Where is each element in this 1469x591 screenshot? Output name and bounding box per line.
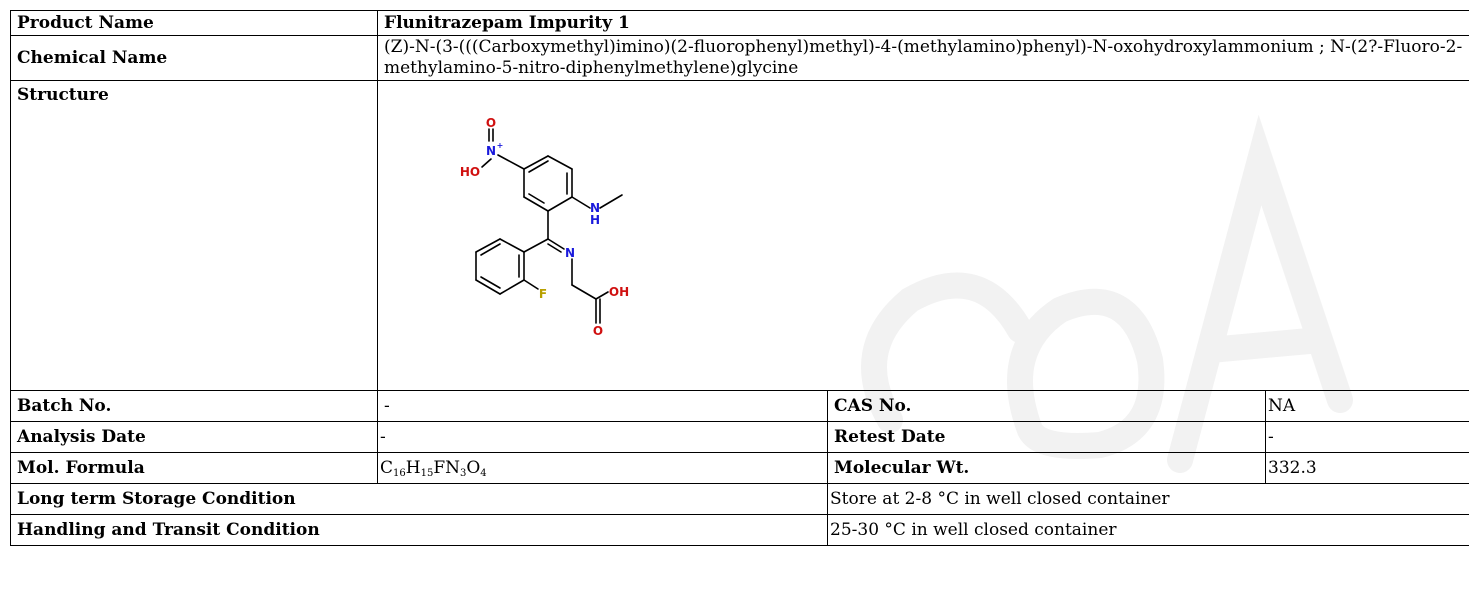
cas-no-label: CAS No. [827, 390, 1266, 422]
mol-formula-part: H15 [405, 458, 434, 479]
row-transit: Handling and Transit Condition 25-30 °C … [10, 514, 1469, 546]
mol-formula-part: FN3 [433, 458, 467, 479]
mol-formula-part: C16 [380, 458, 406, 479]
atom-f: F [539, 287, 547, 301]
atom-h-amine: H [590, 213, 600, 227]
mol-formula-label: Mol. Formula [10, 452, 378, 484]
atom-o-top: O [486, 116, 496, 130]
atom-n-nitro: N [486, 144, 496, 158]
chemical-name-label: Chemical Name [10, 35, 378, 81]
batch-no-label: Batch No. [10, 390, 378, 422]
atom-plus-charge: + [497, 141, 504, 150]
transit-label: Handling and Transit Condition [10, 514, 828, 546]
analysis-date-label: Analysis Date [10, 421, 378, 453]
atom-o-bottom: O [593, 324, 603, 338]
row-structure: Structure [10, 80, 1469, 391]
mol-formula-value: C16H15FN3O4 [377, 452, 828, 484]
retest-date-value: - [1265, 421, 1469, 453]
storage-value: Store at 2-8 °C in well closed container [827, 483, 1469, 515]
structure-diagram: O N + HO N H N OH F O [460, 116, 629, 338]
row-chemical-name: Chemical Name (Z)-N-(3-(((Carboxymethyl)… [10, 35, 1469, 81]
atom-oh: OH [609, 285, 629, 299]
row-batch-cas: Batch No. - CAS No. NA [10, 390, 1469, 422]
structure-label: Structure [10, 80, 378, 391]
chemical-name-value: (Z)-N-(3-(((Carboxymethyl)imino)(2-fluor… [377, 35, 1469, 81]
coa-table: Product Name Flunitrazepam Impurity 1 Ch… [10, 10, 1469, 546]
atom-ho: HO [460, 165, 480, 179]
molecular-wt-label: Molecular Wt. [827, 452, 1266, 484]
analysis-date-value: - [377, 421, 828, 453]
cas-no-value: NA [1265, 390, 1469, 422]
product-name-value: Flunitrazepam Impurity 1 [377, 10, 1469, 36]
retest-date-label: Retest Date [827, 421, 1266, 453]
molecular-wt-value: 332.3 [1265, 452, 1469, 484]
storage-label: Long term Storage Condition [10, 483, 828, 515]
row-dates: Analysis Date - Retest Date - [10, 421, 1469, 453]
transit-value: 25-30 °C in well closed container [827, 514, 1469, 546]
batch-no-value: - [377, 390, 828, 422]
mol-formula-part: O4 [466, 458, 487, 479]
row-formula-weight: Mol. Formula C16H15FN3O4 Molecular Wt. 3… [10, 452, 1469, 484]
atom-n-imine: N [565, 246, 575, 260]
structure-cell: O N + HO N H N OH F O [377, 80, 1469, 391]
atom-n-amine: N [590, 201, 600, 215]
product-name-label: Product Name [10, 10, 378, 36]
row-storage: Long term Storage Condition Store at 2-8… [10, 483, 1469, 515]
row-product-name: Product Name Flunitrazepam Impurity 1 [10, 10, 1469, 36]
